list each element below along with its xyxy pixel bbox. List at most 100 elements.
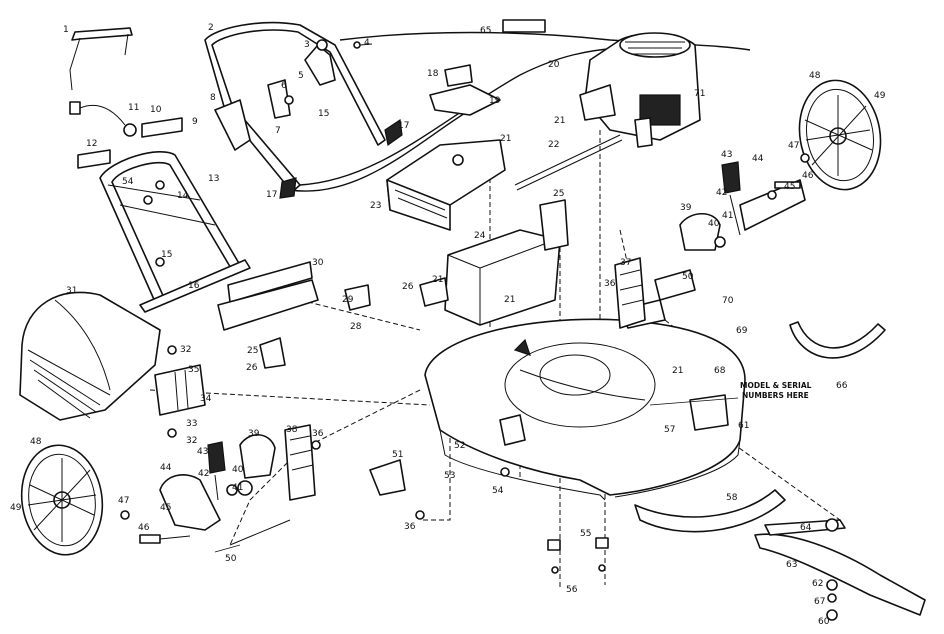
part-callout-38: 38 — [286, 425, 298, 435]
part-callout-56: 56 — [566, 585, 578, 595]
part-callout-21: 21 — [500, 134, 511, 144]
rear-baffle-brackets — [217, 261, 371, 369]
part-callout-57: 57 — [664, 425, 675, 435]
part-callout-43: 43 — [721, 150, 732, 160]
part-callout-71: 71 — [694, 89, 705, 99]
part-callout-68: 68 — [714, 366, 726, 376]
part-callout-36: 36 — [604, 279, 616, 289]
part-callout-48: 48 — [809, 71, 821, 81]
part-callout-39: 39 — [680, 203, 692, 213]
part-callout-61: 61 — [738, 421, 749, 431]
part-callout-6: 6 — [281, 81, 287, 91]
part-callout-23: 23 — [370, 201, 381, 211]
left-front-wheel — [20, 444, 130, 556]
part-callout-48: 48 — [30, 437, 42, 447]
part-callout-47: 47 — [118, 496, 129, 506]
part-callout-21: 21 — [672, 366, 683, 376]
part-callout-52: 52 — [454, 441, 465, 451]
model-serial-note-line2: NUMBERS HERE — [742, 391, 809, 400]
engine-cover-shroud — [386, 64, 506, 231]
part-callout-53: 53 — [444, 471, 455, 481]
rear-flap — [369, 459, 406, 496]
part-callout-32: 32 — [180, 345, 191, 355]
part-callout-62: 62 — [812, 579, 823, 589]
drive-rod — [514, 134, 623, 191]
part-callout-21: 21 — [432, 275, 443, 285]
part-callout-9: 9 — [192, 117, 198, 127]
part-callout-20: 20 — [548, 60, 560, 70]
part-callout-54: 54 — [122, 177, 134, 187]
part-callout-22: 22 — [548, 140, 559, 150]
part-callout-41: 41 — [232, 483, 243, 493]
part-callout-37: 37 — [620, 258, 631, 268]
upper-handle-assembly — [69, 21, 403, 199]
part-callout-34: 34 — [200, 394, 212, 404]
part-callout-42: 42 — [198, 469, 209, 479]
right-rear-wheel — [774, 79, 882, 191]
part-callout-25: 25 — [553, 189, 564, 199]
part-callout-65: 65 — [480, 26, 491, 36]
part-callout-13: 13 — [208, 174, 219, 184]
part-callout-64: 64 — [800, 523, 812, 533]
part-callout-63: 63 — [786, 560, 797, 570]
part-callout-69: 69 — [736, 326, 748, 336]
rear-grass-deflector — [19, 291, 161, 421]
part-callout-24: 24 — [474, 231, 486, 241]
center-mounting-bracket — [419, 199, 569, 326]
part-callout-40: 40 — [708, 219, 720, 229]
part-callout-35: 35 — [188, 365, 199, 375]
part-callout-5: 5 — [298, 71, 304, 81]
deck-baffle-arc — [789, 321, 886, 359]
part-callout-47: 47 — [788, 141, 799, 151]
decal-labels — [77, 19, 546, 169]
part-callout-70: 70 — [722, 296, 734, 306]
part-callout-17: 17 — [398, 121, 409, 131]
part-callout-26: 26 — [246, 363, 258, 373]
blade-assembly — [634, 489, 926, 621]
part-callout-17: 17 — [266, 190, 277, 200]
part-callout-46: 46 — [138, 523, 150, 533]
part-callouts: 1 2 3 4 5 6 7 8 9 10 11 12 13 14 15 15 1… — [10, 23, 886, 627]
part-callout-44: 44 — [160, 463, 172, 473]
rear-door-hinge — [154, 345, 206, 438]
part-callout-21: 21 — [554, 116, 565, 126]
part-callout-29: 29 — [342, 295, 354, 305]
part-callout-3: 3 — [304, 40, 310, 50]
part-callout-36: 36 — [404, 522, 416, 532]
part-callout-25: 25 — [247, 346, 258, 356]
part-callout-10: 10 — [150, 105, 162, 115]
part-callout-4: 4 — [364, 38, 370, 48]
model-serial-note: MODEL & SERIAL NUMBERS HERE — [740, 381, 812, 400]
part-callout-39: 39 — [248, 429, 260, 439]
left-height-adjuster — [139, 424, 321, 546]
model-serial-note-line1: MODEL & SERIAL — [740, 381, 812, 390]
part-callout-45: 45 — [784, 182, 795, 192]
part-callout-40: 40 — [232, 465, 244, 475]
part-callout-50: 50 — [225, 554, 237, 564]
part-callout-58: 58 — [726, 493, 738, 503]
part-callout-55: 55 — [580, 529, 591, 539]
part-callout-30: 30 — [312, 258, 324, 268]
part-callout-1: 1 — [63, 25, 69, 35]
deck-fasteners — [415, 467, 609, 574]
part-callout-50: 50 — [682, 272, 694, 282]
part-callout-36: 36 — [312, 429, 324, 439]
part-callout-14: 14 — [177, 191, 189, 201]
part-callout-42: 42 — [716, 188, 727, 198]
part-callout-7: 7 — [275, 126, 281, 136]
part-callout-43: 43 — [197, 447, 208, 457]
leader-lines — [214, 397, 739, 553]
part-callout-12: 12 — [86, 139, 97, 149]
part-callout-54: 54 — [492, 486, 504, 496]
part-callout-15: 15 — [318, 109, 329, 119]
part-callout-21: 21 — [504, 295, 515, 305]
mower-deck — [424, 299, 746, 501]
part-callout-51: 51 — [392, 450, 403, 460]
part-callout-19: 19 — [489, 96, 501, 106]
part-callout-45: 45 — [160, 503, 171, 513]
part-callout-2: 2 — [208, 23, 214, 33]
part-callout-8: 8 — [210, 93, 216, 103]
part-callout-41: 41 — [722, 211, 733, 221]
part-callout-44: 44 — [752, 154, 764, 164]
part-callout-66: 66 — [836, 381, 848, 391]
